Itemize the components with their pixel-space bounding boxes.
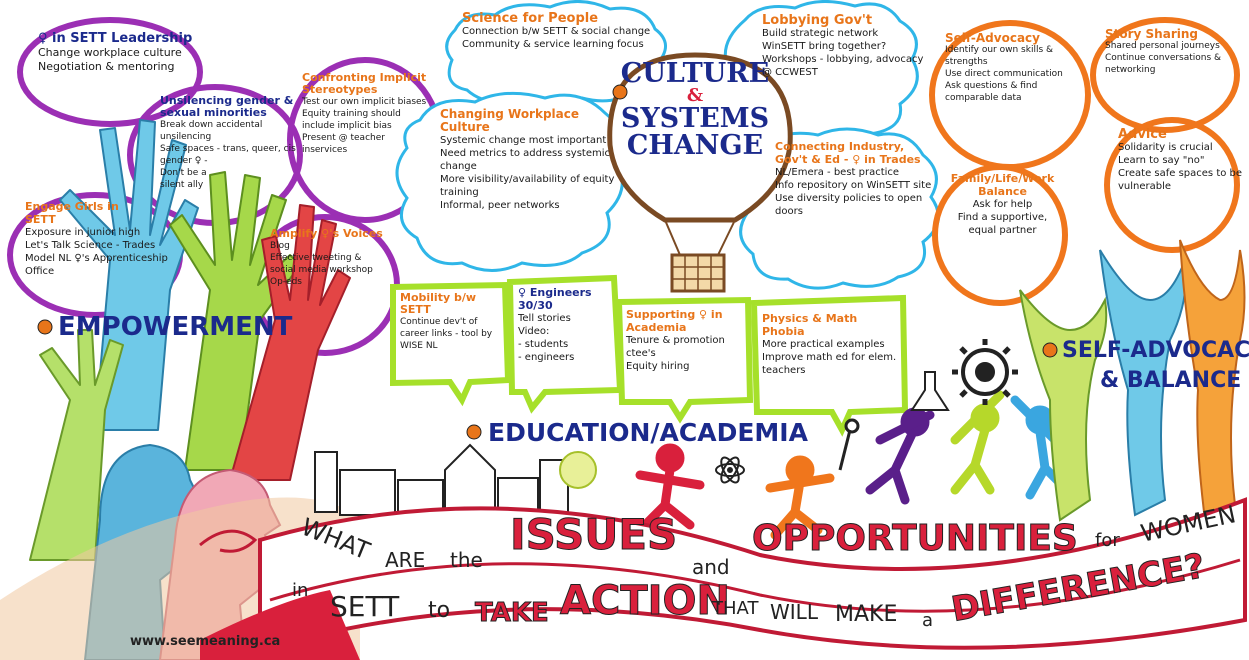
women-figures xyxy=(1019,239,1246,522)
cloud-industry xyxy=(739,127,940,290)
green-boxes xyxy=(390,274,909,437)
ribbon-left-curl xyxy=(199,529,258,553)
bubble-leadership xyxy=(17,17,203,127)
box-academia xyxy=(615,296,754,424)
box-physics xyxy=(750,294,909,437)
orange-bubbles xyxy=(929,17,1240,306)
ribbon-shadow xyxy=(200,590,360,660)
figure-yellow-green xyxy=(950,390,1005,495)
raised-hands xyxy=(29,119,351,561)
ribbon-banner xyxy=(199,497,1247,660)
figure-orange xyxy=(765,455,835,540)
flask-icon xyxy=(910,371,950,411)
box-engineers xyxy=(506,274,624,414)
hand-red xyxy=(229,204,351,481)
section-bullets xyxy=(37,84,1058,440)
hot-air-balloon xyxy=(607,52,793,293)
atom-icon xyxy=(715,456,745,484)
bubble-self-advocacy xyxy=(929,20,1091,170)
balloon-envelope xyxy=(607,52,793,223)
cloud-workplace xyxy=(395,91,624,272)
hand-green-small xyxy=(29,329,124,561)
gear-icon xyxy=(952,339,1018,405)
dancing-figures xyxy=(635,390,1070,540)
woman-blue xyxy=(1099,249,1187,517)
ribbon-midline xyxy=(269,558,1241,613)
hand-blue xyxy=(59,119,199,431)
ribbon-band xyxy=(258,497,1247,653)
bubble-balance xyxy=(932,164,1068,306)
bubble-advice xyxy=(1104,117,1240,253)
figure-purple xyxy=(865,407,935,505)
box-mobility xyxy=(390,281,512,407)
bubble-story xyxy=(1090,17,1240,133)
wrench-icon xyxy=(838,418,860,471)
woman-yellow-green xyxy=(1019,289,1108,522)
figure-red xyxy=(635,443,705,535)
woman-orange xyxy=(1179,239,1246,522)
